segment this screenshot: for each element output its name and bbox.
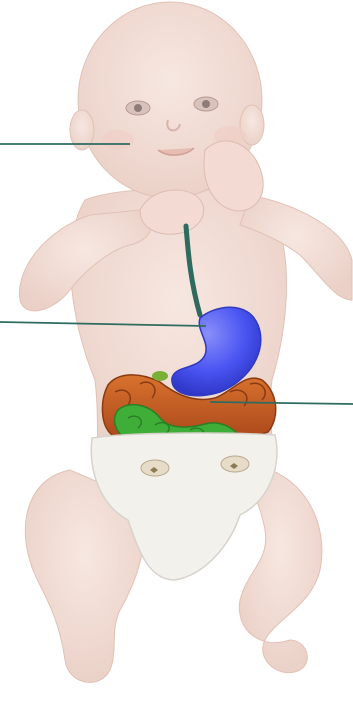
baby-body <box>19 2 352 682</box>
left-cheek <box>102 130 134 150</box>
